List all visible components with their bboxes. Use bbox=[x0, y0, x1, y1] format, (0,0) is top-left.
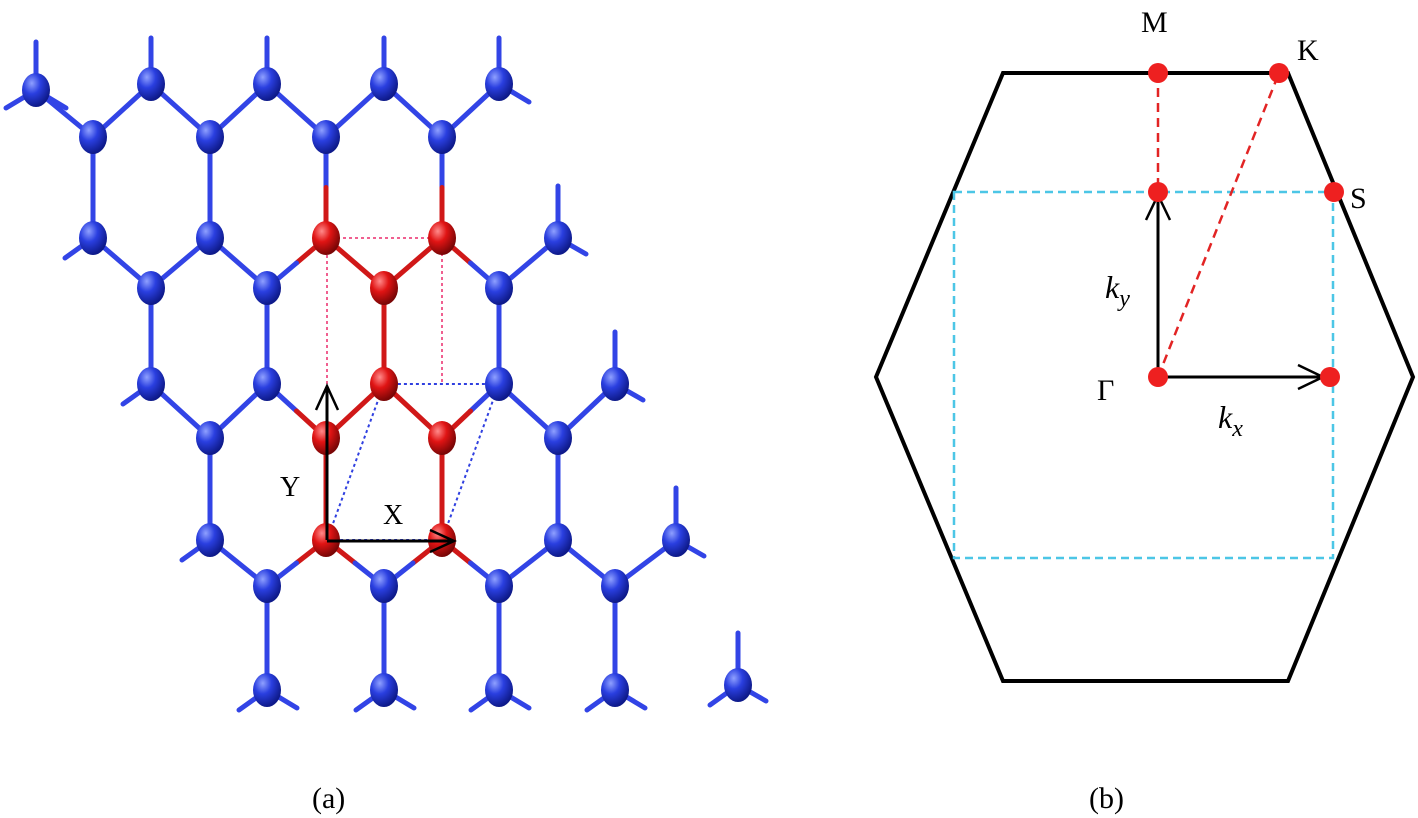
atom bbox=[196, 523, 224, 557]
atom-highlighted bbox=[428, 421, 456, 455]
atom bbox=[137, 67, 165, 101]
atom bbox=[196, 120, 224, 154]
oblique-cell-outline bbox=[325, 383, 501, 541]
atom bbox=[601, 367, 629, 401]
atom bbox=[196, 221, 224, 255]
atom bbox=[544, 221, 572, 255]
atom bbox=[724, 668, 752, 702]
y-arrowhead bbox=[314, 382, 340, 411]
lattice-vectors bbox=[314, 382, 458, 554]
atom bbox=[485, 271, 513, 305]
atom bbox=[253, 673, 281, 707]
atom bbox=[485, 367, 513, 401]
atom bbox=[601, 569, 629, 603]
atom-highlighted bbox=[370, 367, 398, 401]
atom bbox=[253, 67, 281, 101]
label-kx: kx bbox=[1218, 399, 1243, 442]
atom bbox=[137, 367, 165, 401]
atom bbox=[253, 367, 281, 401]
panel-b-brillouin-zone: M K S Γ ky kx bbox=[873, 6, 1416, 683]
atom bbox=[485, 673, 513, 707]
rectangular-zone bbox=[952, 190, 1335, 560]
atom bbox=[370, 569, 398, 603]
atom-highlighted bbox=[312, 221, 340, 255]
atom bbox=[79, 221, 107, 255]
point-x-marker bbox=[1320, 367, 1340, 387]
label-gamma: Γ bbox=[1097, 374, 1114, 407]
atom bbox=[485, 67, 513, 101]
point-gamma-marker bbox=[1148, 367, 1168, 387]
label-kx-base: k bbox=[1218, 399, 1233, 435]
atom bbox=[312, 120, 340, 154]
unit-cell-lines bbox=[325, 237, 501, 541]
atom bbox=[485, 569, 513, 603]
atom bbox=[544, 421, 572, 455]
axis-x-label: X bbox=[383, 500, 403, 531]
caption-a: (a) bbox=[312, 782, 345, 815]
atom bbox=[370, 673, 398, 707]
label-s: S bbox=[1350, 182, 1367, 215]
atom bbox=[196, 421, 224, 455]
caption-b: (b) bbox=[1089, 782, 1124, 815]
atom bbox=[662, 523, 690, 557]
atom bbox=[544, 523, 572, 557]
rect-cell-outline bbox=[326, 237, 443, 384]
atom-highlighted bbox=[370, 271, 398, 305]
label-kx-sub: x bbox=[1231, 416, 1243, 442]
atom bbox=[137, 271, 165, 305]
label-ky: ky bbox=[1105, 269, 1130, 312]
label-ky-sub: y bbox=[1117, 286, 1130, 312]
path-gamma-k-segment bbox=[1156, 72, 1281, 378]
axis-y-label: Y bbox=[280, 472, 300, 503]
atom bbox=[79, 120, 107, 154]
x-arrowhead bbox=[429, 528, 458, 554]
label-k: K bbox=[1297, 34, 1319, 67]
atom bbox=[370, 67, 398, 101]
point-s-marker bbox=[1324, 182, 1344, 202]
point-m-marker bbox=[1148, 63, 1168, 83]
atom bbox=[253, 271, 281, 305]
label-ky-base: k bbox=[1105, 269, 1120, 305]
label-m: M bbox=[1141, 6, 1168, 39]
atoms-layer bbox=[22, 67, 752, 707]
atom bbox=[428, 120, 456, 154]
atom bbox=[253, 569, 281, 603]
point-y-marker bbox=[1148, 182, 1168, 202]
atom bbox=[22, 73, 50, 107]
atom bbox=[601, 673, 629, 707]
point-k-marker bbox=[1269, 63, 1289, 83]
panel-a-crystal: Y X bbox=[3, 35, 769, 713]
atom-highlighted bbox=[428, 221, 456, 255]
